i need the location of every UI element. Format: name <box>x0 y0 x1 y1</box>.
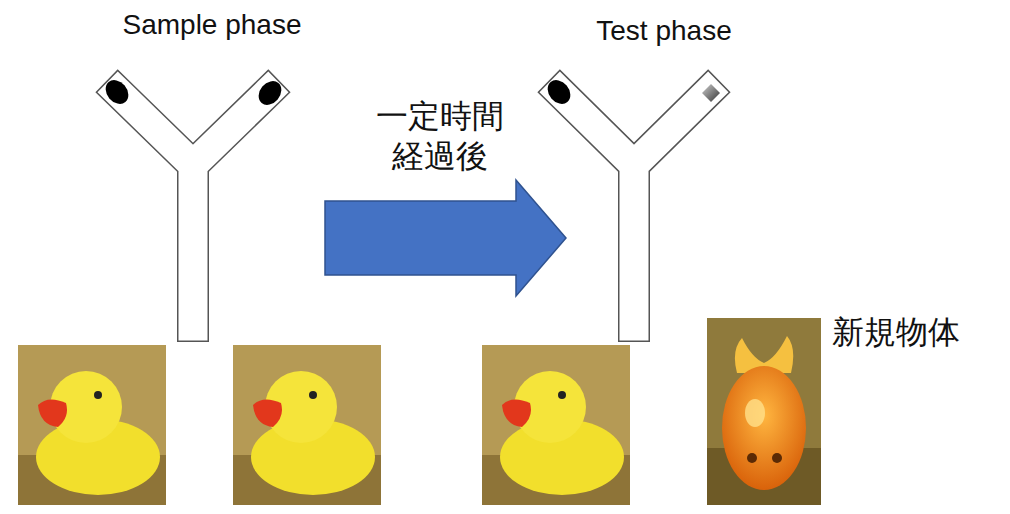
y-maze <box>101 76 286 326</box>
goldfish-photo <box>707 318 821 505</box>
phase-heading: Sample phase <box>122 8 301 42</box>
block-arrow <box>325 180 566 296</box>
maze-panel: Sample phase <box>102 8 322 328</box>
phase-heading: Test phase <box>596 14 731 48</box>
duck-photo <box>233 345 381 505</box>
maze-panel: Test phase <box>569 14 759 328</box>
duck-photo <box>482 345 630 505</box>
y-maze <box>543 76 720 326</box>
object-label: 新規物体 <box>832 312 960 352</box>
arrow-label: 一定時間 経過後 <box>360 96 520 176</box>
duck-photo <box>18 345 166 505</box>
